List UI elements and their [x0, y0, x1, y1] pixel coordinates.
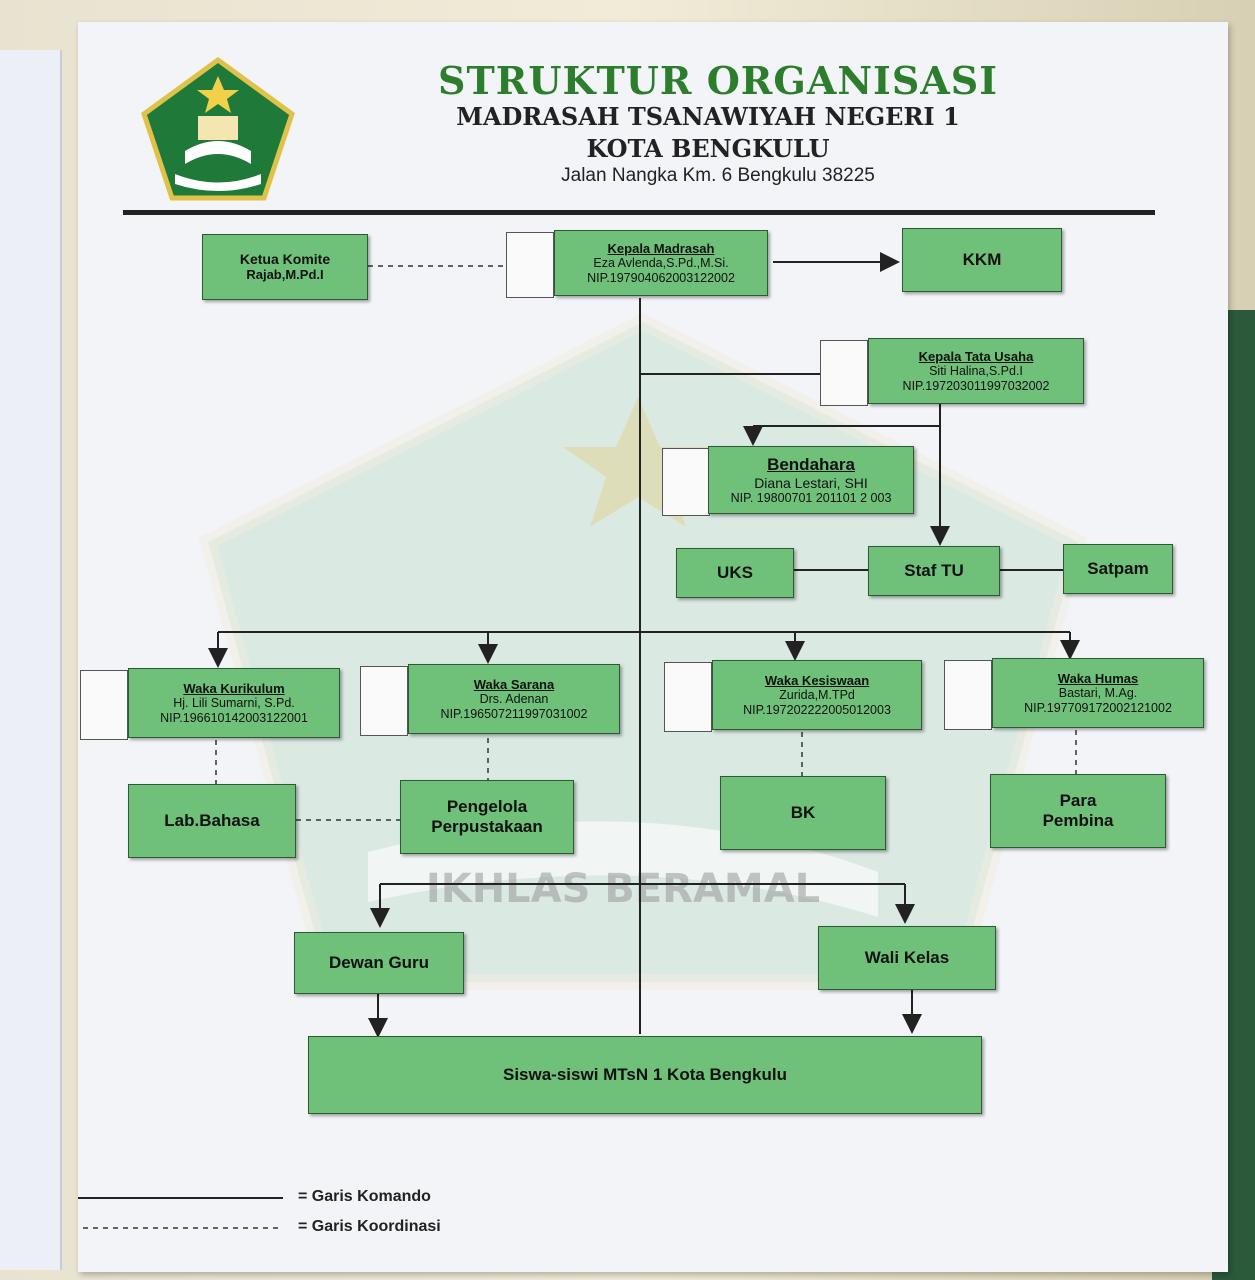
kepala-tu-title: Kepala Tata Usaha	[918, 349, 1034, 365]
para-pembina-line2: Pembina	[1042, 811, 1114, 830]
waka-sarana-title: Waka Sarana	[473, 677, 555, 693]
node-waka-humas: Waka Humas Bastari, M.Ag. NIP.1977091720…	[992, 658, 1204, 728]
dewan-guru-title: Dewan Guru	[328, 953, 430, 973]
waka-kesiswaan-nip: NIP.197202222005012003	[743, 702, 891, 717]
school-address: Jalan Nangka Km. 6 Bengkulu 38225	[561, 165, 875, 186]
perpustakaan-line2: Perpustakaan	[431, 817, 543, 836]
bk-title: BK	[790, 803, 816, 823]
ketua-komite-name: Rajab,M.Pd.I	[246, 266, 324, 282]
bendahara-title: Bendahara	[767, 454, 855, 474]
waka-humas-title: Waka Humas	[1057, 671, 1139, 687]
connector-lines	[78, 252, 1080, 1229]
waka-kesiswaan-title: Waka Kesiswaan	[764, 673, 870, 689]
left-board-edge	[0, 50, 62, 1270]
kepala-madrasah-nip: NIP.197904062003122002	[587, 270, 735, 285]
legend-komando: = Garis Komando	[298, 1188, 431, 1205]
node-bk: BK	[720, 776, 886, 850]
perpustakaan-line1: Pengelola	[446, 797, 528, 817]
header-divider	[123, 210, 1155, 215]
para-pembina-line1: Para	[1059, 791, 1097, 811]
photo-placeholder	[664, 662, 712, 732]
school-city: KOTA BENGKULU	[586, 134, 830, 163]
kepala-madrasah-title: Kepala Madrasah	[607, 241, 715, 257]
node-lab-bahasa: Lab.Bahasa	[128, 784, 296, 858]
photo-placeholder	[506, 232, 554, 298]
waka-kesiswaan-name: Zurida,M.TPd	[779, 688, 855, 703]
waka-humas-nip: NIP.197709172002121002	[1024, 700, 1172, 715]
node-dewan-guru: Dewan Guru	[294, 932, 464, 994]
node-para-pembina: Para Pembina	[990, 774, 1166, 848]
waka-sarana-nip: NIP.196507211997031002	[440, 706, 588, 721]
kkm-title: KKM	[962, 250, 1002, 270]
node-waka-sarana: Waka Sarana Drs. Adenan NIP.196507211997…	[408, 664, 620, 734]
node-staf-tu: Staf TU	[868, 546, 1000, 596]
node-uks: UKS	[676, 548, 794, 598]
node-satpam: Satpam	[1063, 544, 1173, 594]
photo-placeholder	[360, 666, 408, 736]
node-siswa: Siswa-siswi MTsN 1 Kota Bengkulu	[308, 1036, 982, 1114]
waka-kurikulum-name: Hj. Lili Sumarni, S.Pd.	[173, 696, 295, 711]
waka-sarana-name: Drs. Adenan	[479, 692, 549, 707]
siswa-title: Siswa-siswi MTsN 1 Kota Bengkulu	[502, 1065, 788, 1085]
node-waka-kurikulum: Waka Kurikulum Hj. Lili Sumarni, S.Pd. N…	[128, 668, 340, 738]
node-bendahara: Bendahara Diana Lestari, SHI NIP. 198007…	[708, 446, 914, 514]
kemenag-logo	[141, 56, 295, 201]
watermark-motto: IKHLAS BERAMAL	[426, 866, 820, 912]
photo-placeholder	[80, 670, 128, 740]
kepala-tu-name: Siti Halina,S.Pd.I	[929, 364, 1023, 379]
node-kepala-madrasah: Kepala Madrasah Eza Avlenda,S.Pd.,M.Si. …	[554, 230, 768, 296]
legend-koordinasi: = Garis Koordinasi	[298, 1218, 441, 1235]
node-waka-kesiswaan: Waka Kesiswaan Zurida,M.TPd NIP.19720222…	[712, 660, 922, 730]
school-name: MADRASAH TSANAWIYAH NEGERI 1	[456, 102, 960, 131]
node-kepala-tata-usaha: Kepala Tata Usaha Siti Halina,S.Pd.I NIP…	[868, 338, 1084, 404]
photo-placeholder	[944, 660, 992, 730]
kepala-madrasah-name: Eza Avlenda,S.Pd.,M.Si.	[593, 256, 729, 271]
node-pengelola-perpustakaan: Pengelola Perpustakaan	[400, 780, 574, 854]
bendahara-nip: NIP. 19800701 201101 2 003	[730, 490, 892, 505]
waka-kurikulum-title: Waka Kurikulum	[183, 681, 285, 697]
photo-placeholder	[662, 448, 710, 516]
org-chart-poster: IKHLAS BERAMAL STRUKTUR ORGANISASI MADRA…	[78, 22, 1228, 1272]
node-kkm: KKM	[902, 228, 1062, 292]
satpam-title: Satpam	[1087, 559, 1149, 579]
waka-humas-name: Bastari, M.Ag.	[1058, 686, 1138, 701]
photo-placeholder	[820, 340, 868, 406]
lab-bahasa-title: Lab.Bahasa	[164, 811, 260, 831]
ketua-komite-title: Ketua Komite	[239, 251, 331, 268]
wali-kelas-title: Wali Kelas	[864, 948, 950, 968]
uks-title: UKS	[717, 563, 753, 583]
waka-kurikulum-nip: NIP.196610142003122001	[160, 710, 308, 725]
node-wali-kelas: Wali Kelas	[818, 926, 996, 990]
chart-title: STRUKTUR ORGANISASI	[438, 58, 998, 103]
staf-tu-title: Staf TU	[904, 561, 964, 581]
kepala-tu-nip: NIP.197203011997032002	[902, 378, 1050, 393]
node-ketua-komite: Ketua Komite Rajab,M.Pd.I	[202, 234, 368, 300]
bendahara-name: Diana Lestari, SHI	[754, 474, 868, 491]
